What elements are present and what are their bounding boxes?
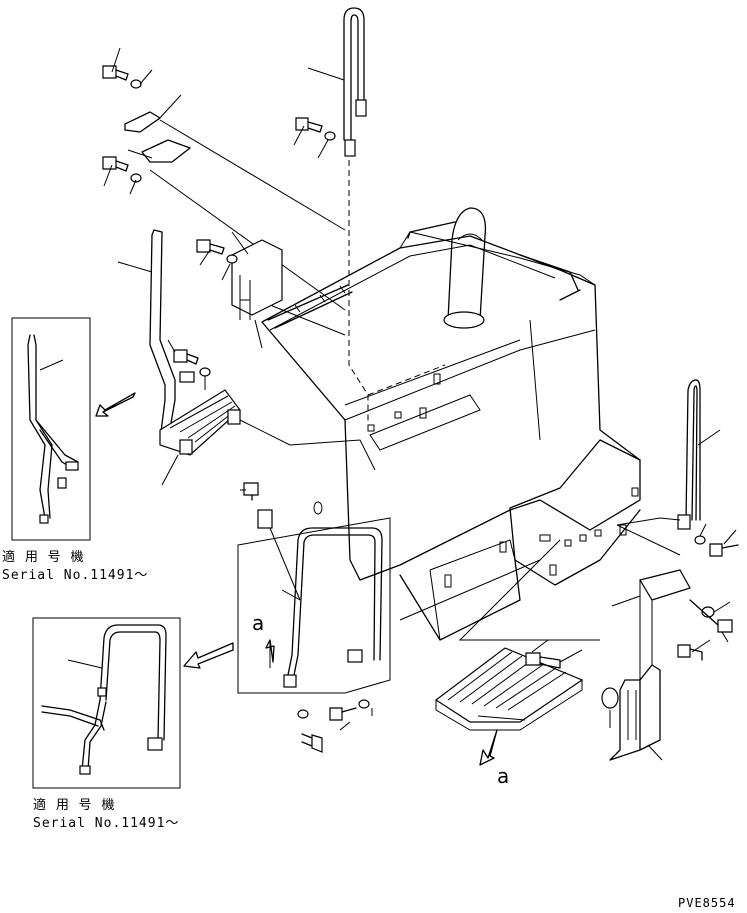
view-marker-a-left: a <box>252 611 265 635</box>
view-marker-a-right: a <box>497 764 510 788</box>
inset-box-left-lower <box>32 617 234 789</box>
grab-handle-right <box>616 379 739 557</box>
inset-box-left-upper <box>11 317 136 541</box>
drawing-code: PVE8554 <box>678 896 736 910</box>
fastener-set-bottom-center <box>297 699 373 753</box>
inset-upper-serial: Serial No.11491～ <box>2 568 149 583</box>
inset-lower-serial: Serial No.11491～ <box>33 816 180 831</box>
assembly-guide-lines <box>149 119 681 641</box>
machine-body <box>261 207 641 641</box>
left-step-assembly <box>117 229 283 486</box>
inset-upper-applicability: 適 用 号 機 <box>2 550 85 565</box>
front-handle-assembly <box>237 482 391 694</box>
right-step-assembly <box>434 569 733 766</box>
grab-handle-top <box>307 7 367 157</box>
inset-lower-applicability: 適 用 号 機 <box>33 798 116 813</box>
fastener-set-top-left <box>102 47 336 195</box>
